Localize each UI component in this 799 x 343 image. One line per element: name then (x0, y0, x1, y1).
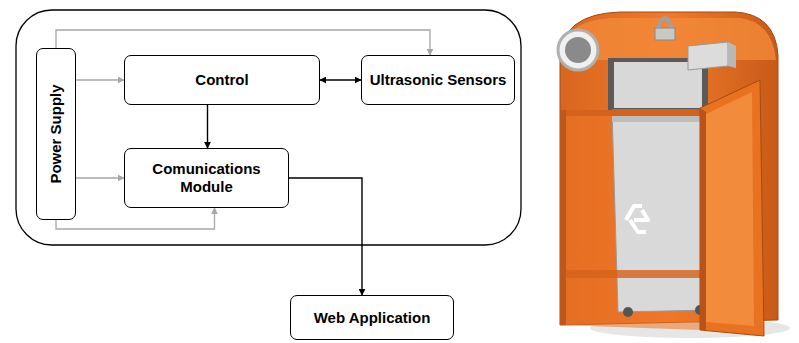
signal-connector (289, 178, 362, 295)
node-label: Control (195, 71, 248, 89)
power-connector (56, 208, 215, 229)
signal-connector (207, 105, 208, 148)
control-box: Control (124, 55, 320, 105)
smart-bin-illustration (558, 12, 790, 338)
node-label: Comunications Module (144, 160, 269, 196)
power-connector (76, 79, 124, 80)
system-boundary (16, 10, 521, 245)
power-supply-box: Power Supply (36, 48, 76, 220)
power-connector (56, 30, 430, 55)
node-label: Power Supply (47, 84, 65, 183)
signal-connector (320, 79, 361, 80)
sensor-box: Ultrasonic Sensors (361, 55, 515, 105)
node-label: Web Application (314, 309, 431, 327)
communications-box: Comunications Module (124, 148, 289, 208)
power-connector (76, 177, 124, 178)
web-app-box: Web Application (290, 295, 454, 340)
node-label: Ultrasonic Sensors (370, 71, 507, 89)
